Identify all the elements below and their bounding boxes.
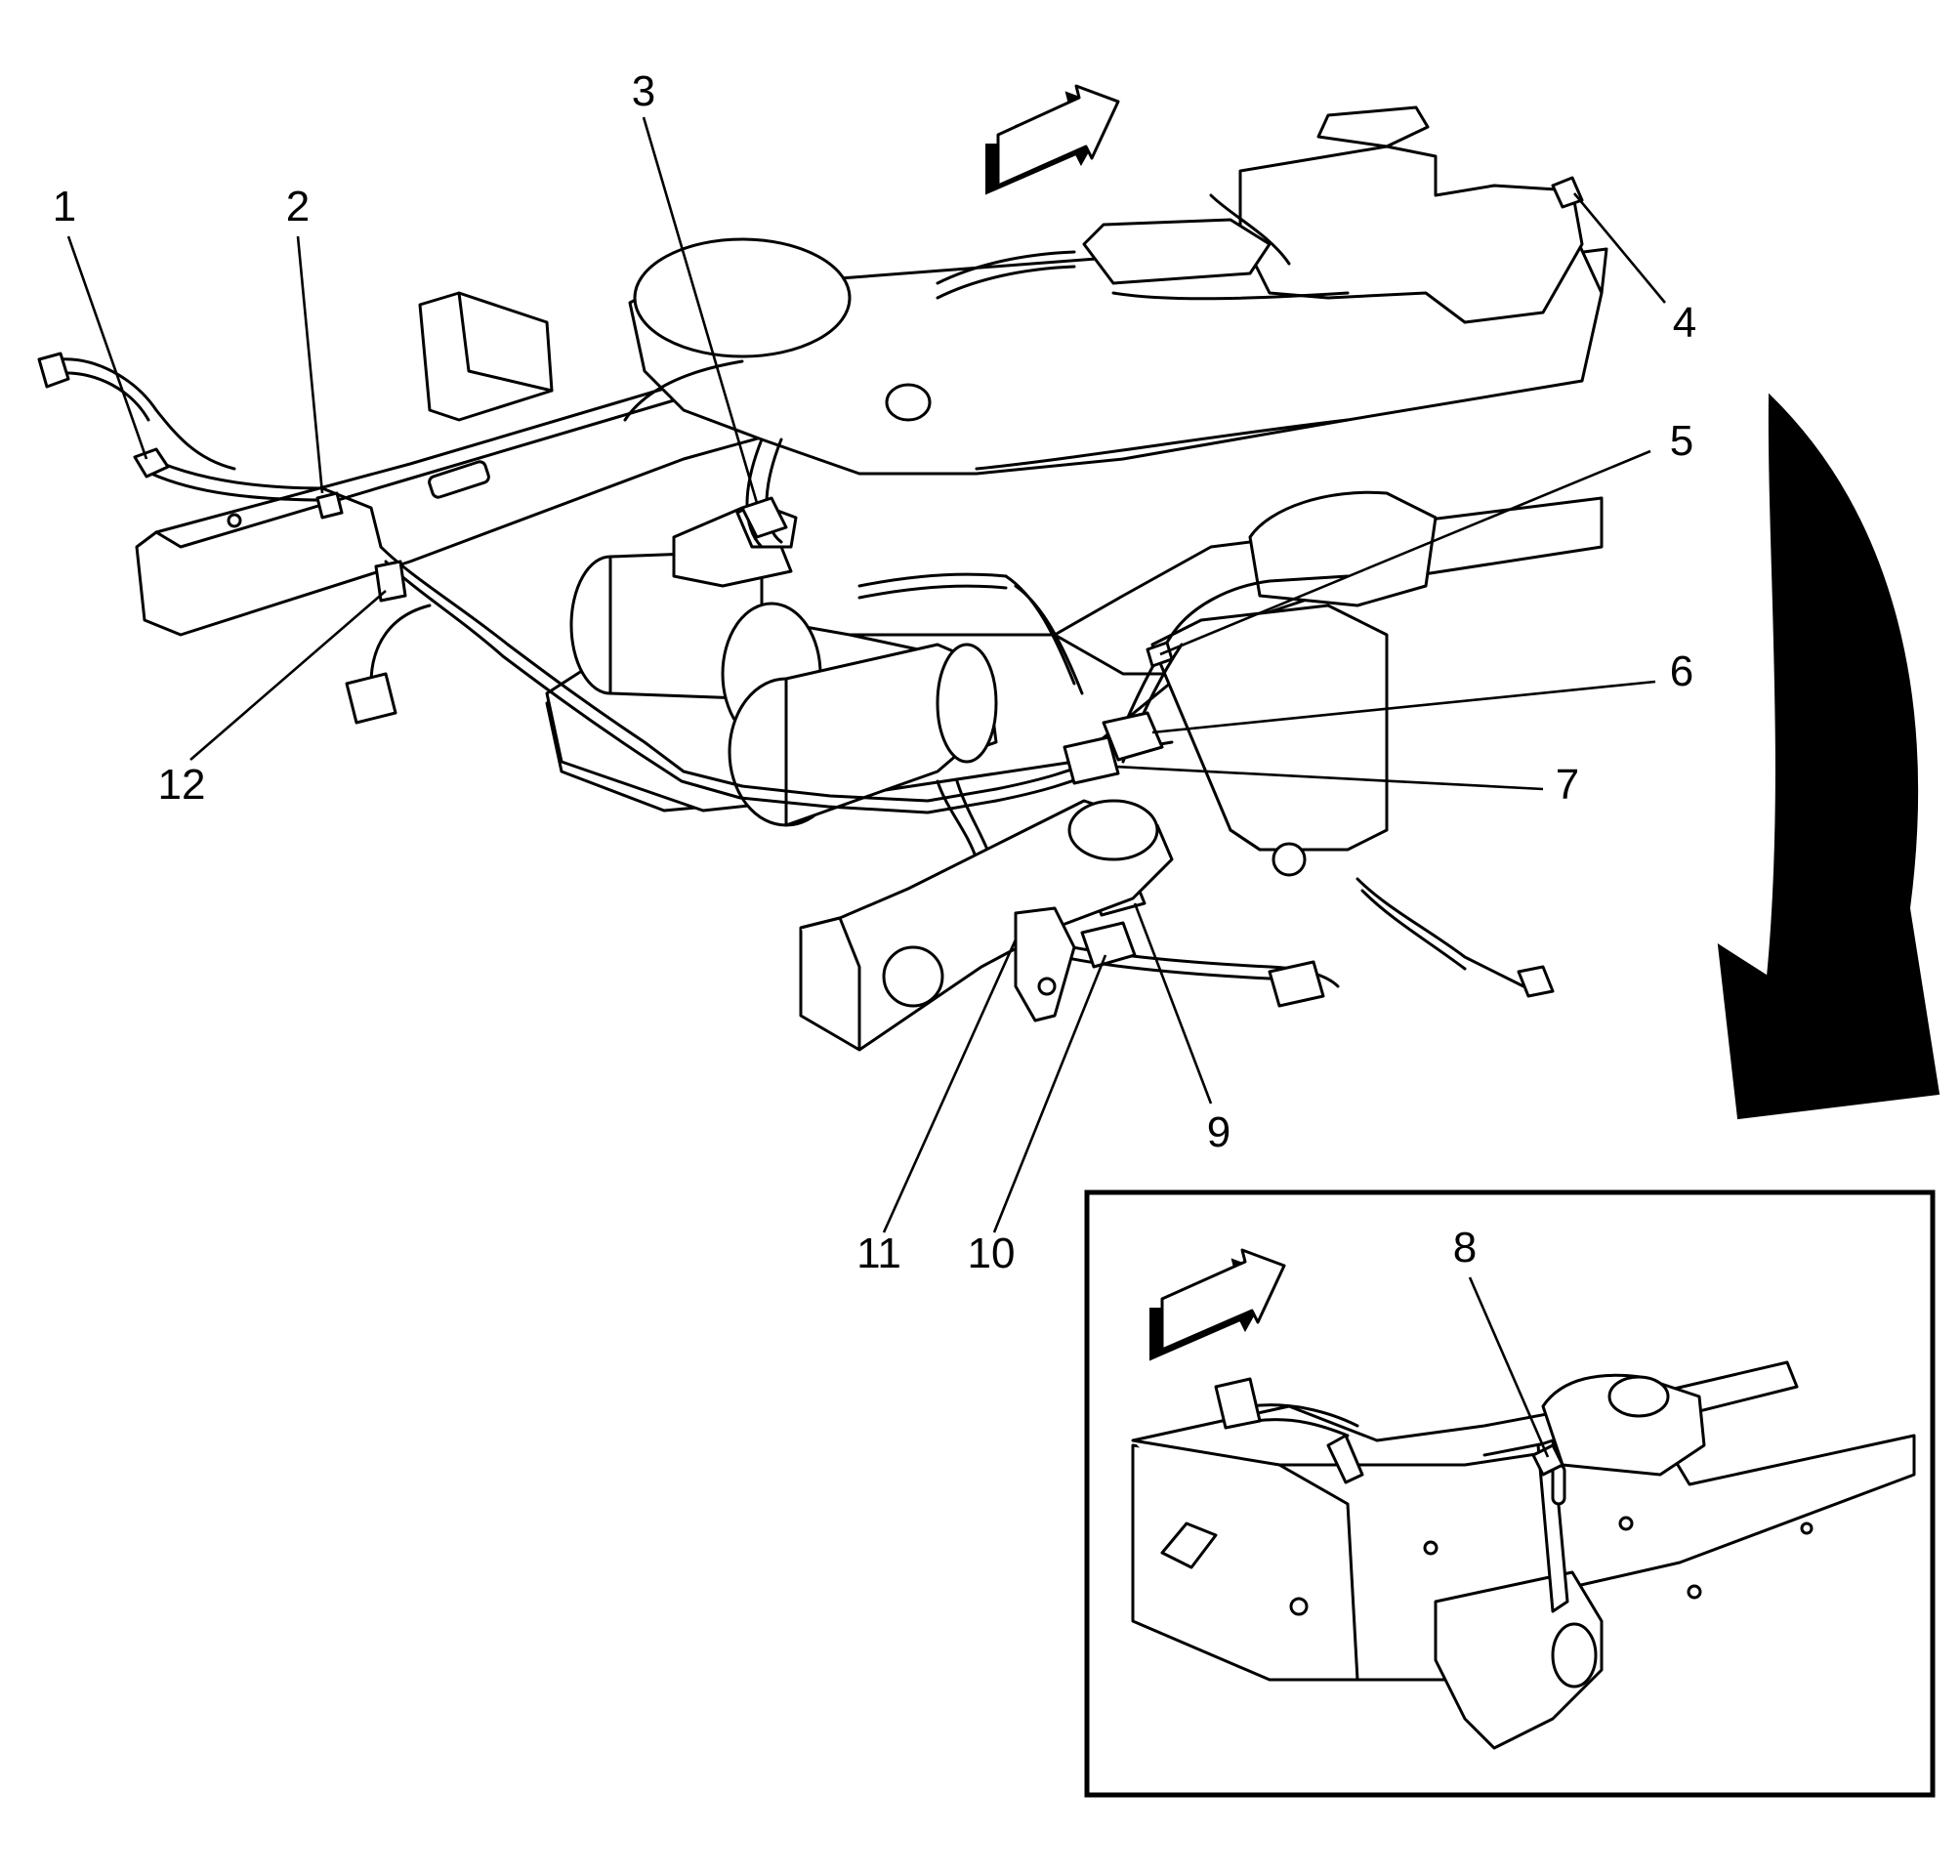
connector-3	[740, 496, 788, 539]
connector-7	[1063, 735, 1120, 785]
callout-5: 5	[1670, 417, 1693, 465]
forward-direction-arrow	[985, 84, 1120, 195]
connector-1	[133, 447, 170, 479]
connector-5	[1146, 641, 1174, 668]
callout-12: 12	[158, 761, 206, 809]
callout-7: 7	[1556, 761, 1579, 809]
inset-harness	[1214, 1377, 1564, 1484]
callout-11: 11	[856, 1230, 901, 1277]
leader-line-8	[1468, 1276, 1550, 1458]
callout-2: 2	[286, 183, 310, 230]
leader-lines	[66, 116, 1667, 1233]
callout-1: 1	[53, 183, 76, 230]
connector-10	[1080, 921, 1137, 969]
callout-3: 3	[632, 67, 655, 115]
callout-4: 4	[1673, 299, 1696, 347]
connector-12	[374, 560, 407, 603]
detail-view-arrow	[1717, 393, 1940, 1120]
callout-9: 9	[1207, 1108, 1230, 1156]
connector-6	[1102, 711, 1164, 762]
fuel-tank	[628, 105, 1604, 476]
callout-8: 8	[1453, 1224, 1477, 1272]
inset-detail-view: 8	[1084, 1189, 1936, 1798]
callout-6: 6	[1670, 647, 1693, 695]
main-view: 1 2 3 4 5 6 7 9 10 11 12	[37, 67, 1940, 1277]
rear-crossmember	[799, 799, 1174, 1052]
callout-10: 10	[968, 1230, 1016, 1277]
callout-labels: 1 2 3 4 5 6 7 9 10 11 12	[53, 67, 1696, 1277]
connector-2	[315, 491, 344, 520]
forward-direction-arrow-inset	[1149, 1248, 1286, 1361]
connector-4	[1551, 176, 1584, 209]
inset-frame-rail	[1131, 1360, 1916, 1750]
